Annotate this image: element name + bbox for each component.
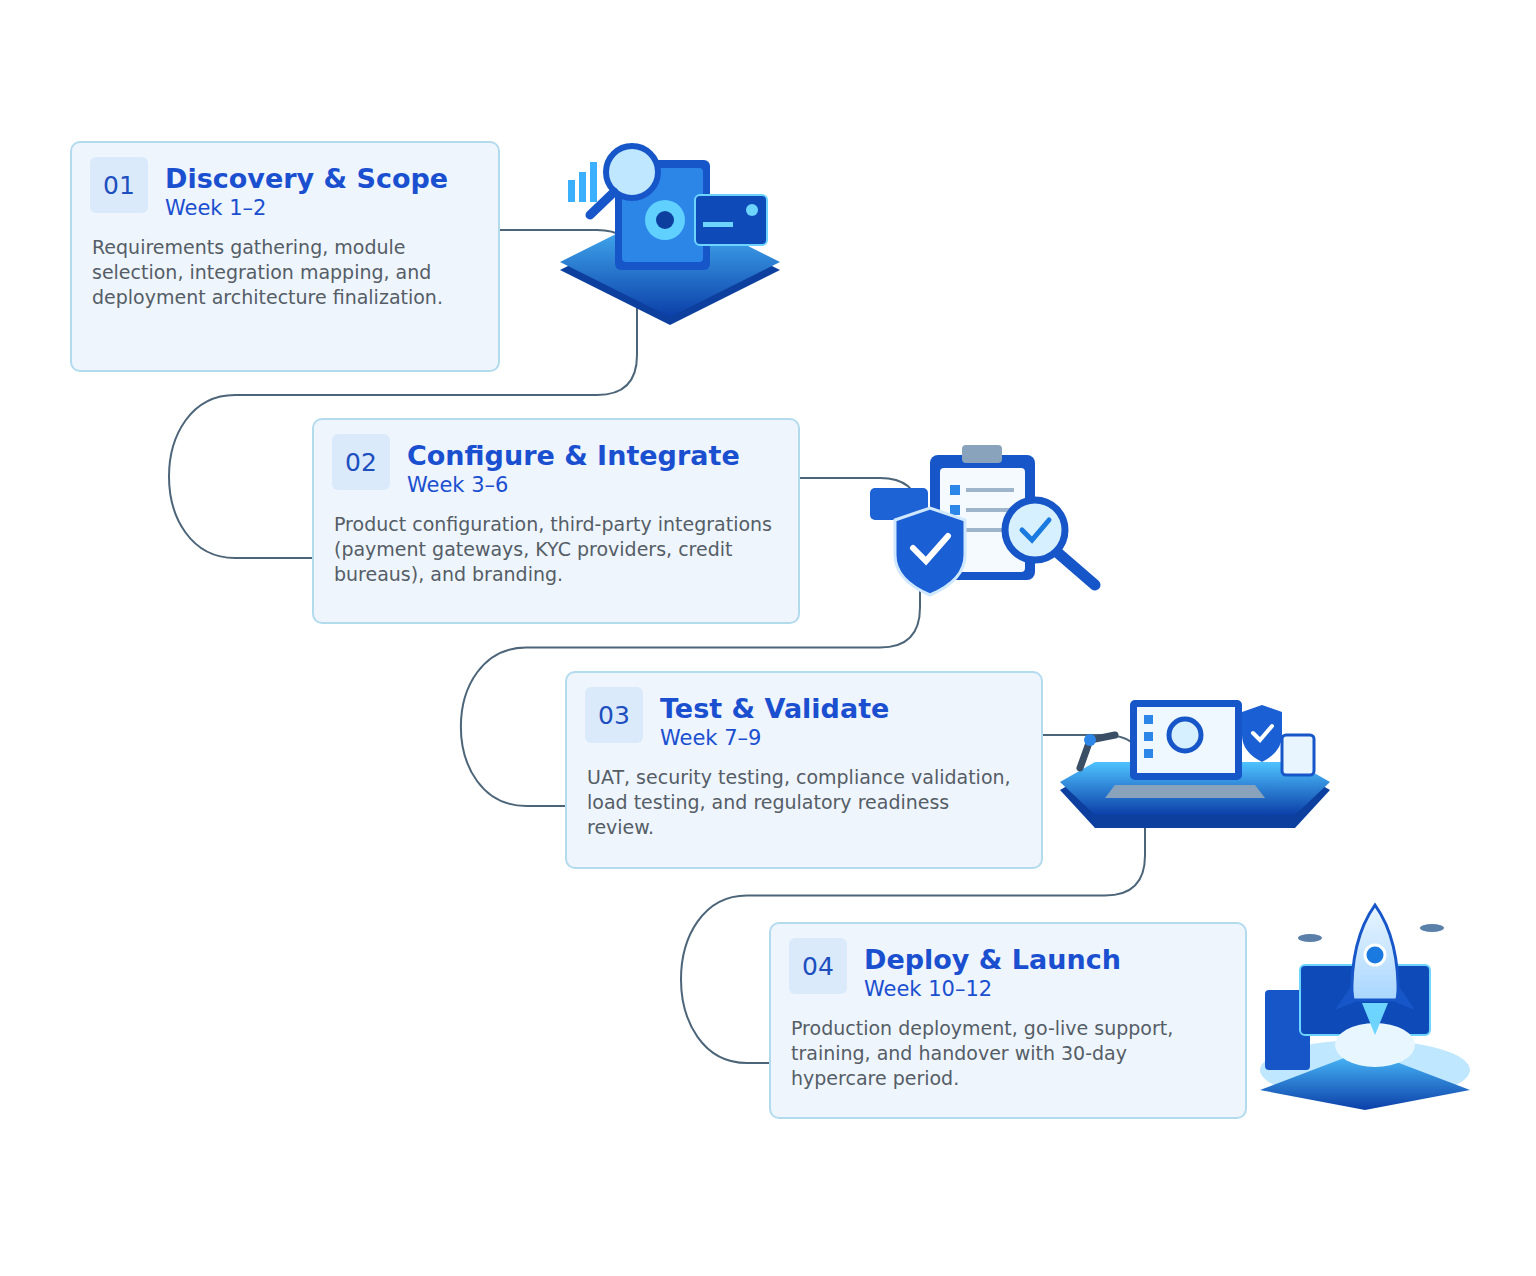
step-week: Week 3–6 (407, 472, 778, 498)
step-week: Week 10–12 (864, 976, 1225, 1002)
step-description: UAT, security testing, compliance valida… (587, 765, 1021, 840)
step-number-badge: 03 (585, 687, 643, 743)
process-box: Configure & IntegrateWeek 3–6Product con… (312, 418, 800, 624)
configure-illustration (870, 445, 1095, 595)
callout-number: 03 (598, 701, 630, 730)
step-heading: Test & Validate (660, 693, 1021, 725)
step-description: Product configuration, third-party integ… (334, 512, 778, 587)
step-number-badge: 04 (789, 938, 847, 994)
callout-number: 01 (103, 171, 135, 200)
callout-number: 04 (802, 952, 834, 981)
launch-illustration (1260, 905, 1470, 1110)
discovery-illustration (560, 146, 780, 325)
step-week: Week 7–9 (660, 725, 1021, 751)
step-description: Requirements gathering, module selection… (92, 235, 478, 310)
process-box: Deploy & LaunchWeek 10–12Production depl… (769, 922, 1247, 1119)
step-description: Production deployment, go-live support, … (791, 1016, 1225, 1091)
step-week: Week 1–2 (165, 195, 478, 221)
step-number-badge: 01 (90, 157, 148, 213)
step-heading: Deploy & Launch (864, 944, 1225, 976)
step-number-badge: 02 (332, 434, 390, 490)
callout-number: 02 (345, 448, 377, 477)
step-heading: Discovery & Scope (165, 163, 478, 195)
step-heading: Configure & Integrate (407, 440, 778, 472)
test-illustration (1060, 700, 1330, 828)
process-box: Test & ValidateWeek 7–9UAT, security tes… (565, 671, 1043, 869)
process-box: Discovery & ScopeWeek 1–2Requirements ga… (70, 141, 500, 372)
